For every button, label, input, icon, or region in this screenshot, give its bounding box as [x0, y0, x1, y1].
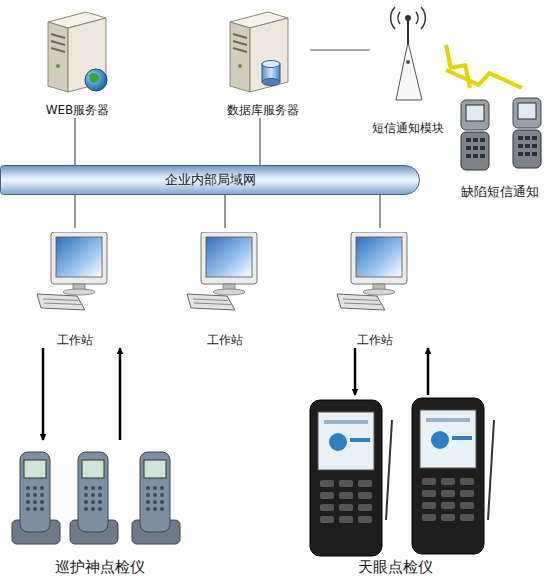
- database-server: 数据库服务器: [215, 8, 310, 118]
- lan-band: 企业内部局域网: [0, 165, 420, 195]
- network-line: [310, 49, 370, 50]
- network-line: [74, 195, 75, 228]
- data-flow-arrow: [42, 348, 45, 440]
- sms-phones: 缺陷短信通知: [448, 88, 552, 200]
- network-line: [259, 118, 260, 165]
- node-label: 工作站: [357, 334, 393, 348]
- workstation-icons: [37, 232, 407, 310]
- tianyan-inspector: 天眼点检仪: [300, 395, 490, 576]
- tianyan-inspector-icons: [310, 398, 494, 556]
- network-line: [74, 118, 75, 165]
- node-label: 工作站: [57, 334, 93, 348]
- wireless-signal: [446, 70, 522, 88]
- node-label: WEB服务器: [46, 104, 110, 118]
- node-label: 天眼点检仪: [358, 559, 433, 576]
- node-label: 工作站: [207, 334, 243, 348]
- web-server: WEB服务器: [30, 8, 125, 118]
- wireless-signal: [446, 45, 470, 88]
- node-label: 缺陷短信通知: [461, 185, 539, 200]
- antenna-tower-icon: [391, 7, 426, 100]
- workstation: 工作站: [170, 228, 280, 348]
- node-label: 巡护神点检仪: [55, 559, 145, 576]
- handheld-inspector: 巡护神点检仪: [0, 440, 200, 576]
- network-line: [379, 195, 380, 228]
- node-label: 短信通知模块: [372, 122, 444, 136]
- workstation: 工作站: [320, 228, 430, 348]
- handheld-inspector-icons: [12, 452, 180, 544]
- database-server-icon: [230, 12, 288, 92]
- data-flow-arrow: [119, 348, 122, 440]
- data-flow-arrow: [354, 348, 357, 395]
- mobile-phone-icons: [461, 98, 541, 170]
- node-label: 数据库服务器: [227, 104, 299, 118]
- network-line: [224, 195, 225, 228]
- sms-module: 短信通知模块: [370, 2, 446, 136]
- data-flow-arrow: [427, 348, 430, 395]
- workstation: 工作站: [20, 228, 130, 348]
- web-server-icon: [48, 12, 107, 92]
- node-label: 企业内部局域网: [165, 173, 256, 188]
